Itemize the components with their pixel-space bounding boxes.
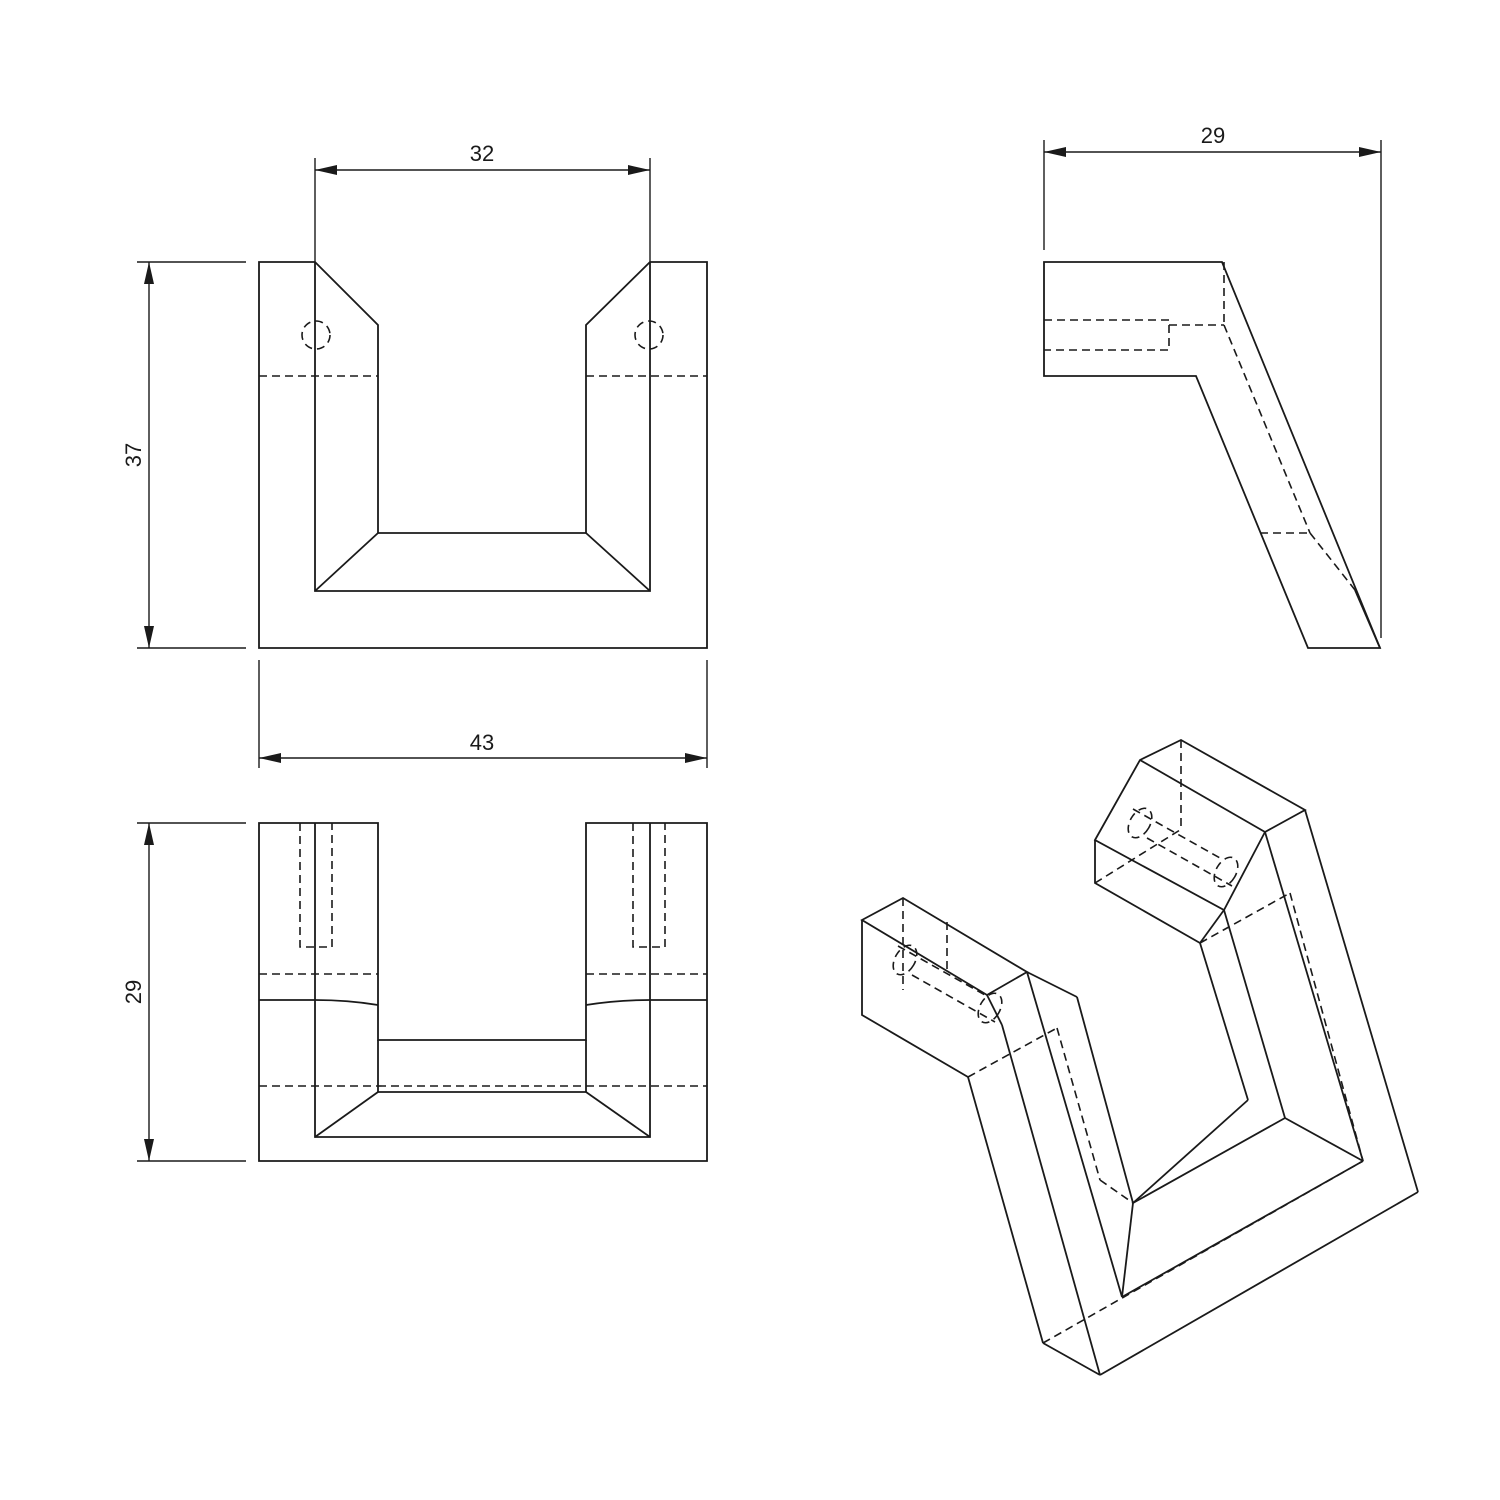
isometric-view: [860, 738, 1419, 1376]
top-chamfer-right: [585, 1091, 651, 1138]
front-chamfer-left: [314, 532, 379, 592]
top-outline: [258, 822, 708, 1162]
iso-hidden-hole-left: [892, 944, 918, 976]
front-chamfer-right: [585, 532, 651, 592]
iso-hidden-hole-right: [1127, 807, 1153, 839]
top-inner-slot: [314, 823, 651, 1138]
side-view: [1043, 261, 1382, 649]
top-view: [258, 822, 708, 1162]
dimension-inner-width: 32: [314, 141, 651, 262]
front-view: [258, 261, 708, 649]
top-hidden-hole-right: [632, 823, 666, 948]
dimension-top-depth: 29: [121, 822, 246, 1162]
dimension-front-height: 37: [121, 261, 246, 649]
dimension-overall-width: 43: [258, 660, 708, 768]
front-hidden-hole-left: [301, 320, 331, 350]
dimension-label-37: 37: [121, 443, 146, 467]
dimension-label-29-side: 29: [1201, 123, 1225, 148]
top-chamfer-left: [314, 1091, 379, 1138]
front-outline: [258, 261, 708, 649]
dimension-label-32: 32: [470, 141, 494, 166]
front-hidden-hole-right: [634, 320, 664, 350]
front-inner-slot: [314, 262, 651, 592]
dimension-label-43: 43: [470, 730, 494, 755]
top-hidden-hole-left: [299, 823, 333, 948]
iso-right-block-top: [1093, 738, 1307, 912]
dimension-side-depth: 29: [1043, 123, 1382, 638]
side-hidden-hole: [1044, 319, 1170, 351]
dimension-label-29-top: 29: [121, 980, 146, 1004]
side-outline: [1043, 261, 1382, 649]
iso-left-block-top: [860, 896, 1029, 997]
